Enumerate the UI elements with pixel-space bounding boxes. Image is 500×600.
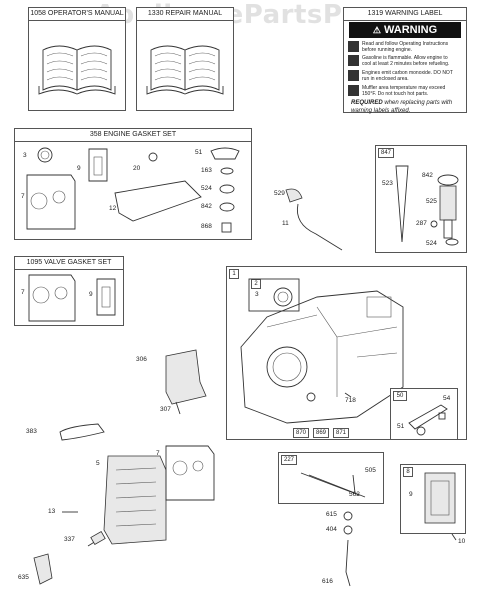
governor-assembly-box[interactable]: 50 54 51 [390,388,458,440]
part-label-525: 525 [426,198,437,205]
part-label-5: 5 [96,460,100,467]
part-tag-869: 869 [313,428,329,438]
part-label-20: 20 [133,165,141,172]
warning-label-title: 1319 WARNING LABEL [344,8,466,21]
assembly-tag-8: 8 [403,467,413,477]
warning-heading-text: WARNING [383,24,438,36]
engine-gasket-set-title: 358 ENGINE GASKET SET [15,129,251,142]
assembly-tag-847: 847 [378,148,394,158]
required-note: REQUIRED when replacing parts with warni… [351,99,462,115]
part-label-7: 7 [21,193,25,200]
part-label-7c: 7 [156,450,160,457]
part-label-524b: 524 [426,240,437,247]
assembly-tag-2: 2 [251,279,261,289]
repair-manual-box[interactable]: 1330 REPAIR MANUAL [136,7,234,111]
part-label-562: 562 [349,491,360,498]
valve-cover-assembly-box[interactable]: 8 9 [400,464,466,534]
part-label-9: 9 [77,165,81,172]
dipstick-assembly-box[interactable]: 847 523 842 525 287 524 [375,145,467,253]
assembly-tag-227: 227 [281,455,297,465]
book-icon [38,45,116,95]
part-label-529: 529 [274,190,285,197]
part-label-3: 3 [23,152,27,159]
warning-line-2: Gasoline is flammable. Allow engine to c… [362,55,450,67]
operators-manual-title: 1058 OPERATOR'S MANUAL [29,8,125,21]
part-label-54: 54 [443,395,451,402]
part-label-307: 307 [160,406,171,413]
engine-gasket-parts [26,147,240,233]
valve-part-label-9: 9 [89,291,93,298]
part-tag-871: 871 [333,428,349,438]
linkage-parts [300,472,366,498]
warning-symbols-icon [348,41,359,96]
warning-line-1: Read and follow Operating Instructions b… [362,41,449,53]
governor-parts [408,404,448,436]
warning-line-4: Muffler area temperature may exceed 150°… [362,85,446,97]
required-rest: when replacing parts with warning labels… [351,100,453,114]
part-label-383: 383 [26,428,37,435]
warning-label-box[interactable]: 1319 WARNING LABEL ⚠ WARNING Read and fo… [343,7,467,115]
valve-gasket-set-box[interactable]: 1095 VALVE GASKET SET 7 9 [14,256,124,326]
linkage-assembly-box[interactable]: 227 505 562 [278,452,384,504]
valve-gasket-parts [28,274,116,322]
part-label-51: 51 [195,149,203,156]
cylinder-block-drawing [240,278,404,424]
breather-tube-drawing [285,188,343,251]
warning-triangle-icon: ⚠ [372,25,381,35]
part-label-524: 524 [201,185,212,192]
part-label-523: 523 [382,180,393,187]
part-label-51b: 51 [397,423,405,430]
part-label-13: 13 [48,508,56,515]
part-label-635: 635 [18,574,29,581]
required-bold: REQUIRED [351,100,383,106]
part-label-337: 337 [64,536,75,543]
repair-manual-title: 1330 REPAIR MANUAL [137,8,233,21]
part-label-868: 868 [201,223,212,230]
part-label-842b: 842 [422,172,433,179]
warning-heading: ⚠ WARNING [349,22,461,38]
part-label-842: 842 [201,203,212,210]
part-label-404: 404 [326,526,337,533]
warning-line-3: Engines emit carbon monoxide. DO NOT run… [362,70,453,82]
part-label-505: 505 [365,467,376,474]
assembly-tag-1: 1 [229,269,239,279]
valve-cover-parts [424,472,456,524]
part-label-718: 718 [345,397,356,404]
part-label-616: 616 [322,578,333,585]
part-label-163: 163 [201,167,212,174]
dipstick-parts [395,165,459,246]
operators-manual-box[interactable]: 1058 OPERATOR'S MANUAL [28,7,126,111]
part-label-615: 615 [326,511,337,518]
valve-gasket-set-title: 1095 VALVE GASKET SET [15,257,123,270]
part-label-10: 10 [458,538,466,545]
part-tag-870: 870 [293,428,309,438]
valve-part-label-7: 7 [21,289,25,296]
assembly-tag-50: 50 [393,391,407,401]
part-label-306: 306 [136,356,147,363]
part-label-9c: 9 [409,491,413,498]
part-label-3b: 3 [255,291,259,298]
part-label-11: 11 [282,220,289,227]
part-label-12: 12 [109,205,117,212]
part-label-287: 287 [416,220,427,227]
engine-gasket-set-box[interactable]: 358 ENGINE GASKET SET 3 9 20 51 163 524 … [14,128,252,240]
book-icon [146,45,224,95]
